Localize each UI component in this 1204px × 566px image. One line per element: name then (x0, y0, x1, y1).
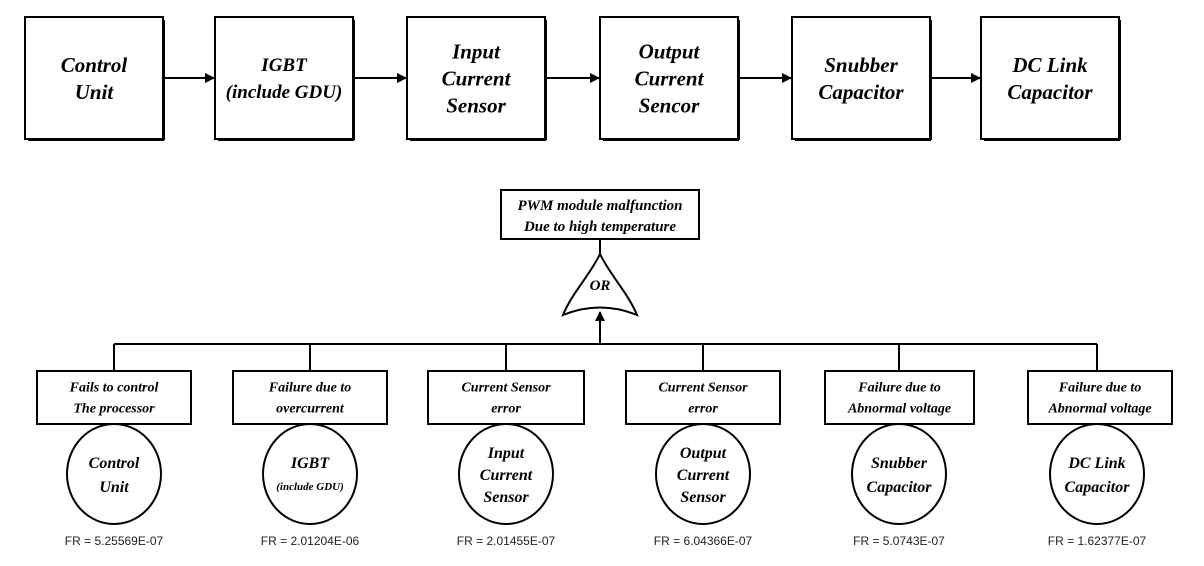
event-5-component-line-2: Capacitor (867, 479, 933, 496)
event-6-component-line-1: DC Link (1067, 455, 1125, 472)
event-2-desc-line-1: Failure due to (268, 380, 351, 395)
block-2-line-1: IGBT (260, 55, 308, 76)
event-4-component-line-1: Output (680, 445, 727, 462)
top-event: PWM module malfunction Due to high tempe… (500, 189, 700, 240)
event-4-component-line-3: Sensor (680, 489, 726, 506)
block-4-line-2: Current (635, 66, 705, 90)
event-1-component-line-1: Control (89, 455, 140, 472)
event-3-desc-line-1: Current Sensor (461, 380, 551, 395)
block-3-line-1: Input (451, 39, 501, 63)
event-1-failure-rate: FR = 5.25569E-07 (65, 534, 164, 548)
event-5-component-line-1: Snubber (871, 455, 928, 472)
event-4-desc-line-1: Current Sensor (658, 380, 748, 395)
block-4-line-3: Sencor (639, 93, 701, 117)
block-5-line-1: Snubber (824, 53, 898, 77)
event-3-component-line-3: Sensor (483, 489, 529, 506)
top-event-line-1: PWM module malfunction (517, 198, 682, 214)
event-5-desc-line-1: Failure due to (857, 380, 940, 395)
basic-event-5: Failure due to Abnormal voltageSnubberCap… (824, 344, 975, 548)
event-2-desc-line-2: overcurrent (276, 401, 345, 416)
block-4-line-1: Output (639, 39, 701, 63)
block-3-line-3: Sensor (446, 93, 506, 117)
basic-event-6: Failure due to Abnormal voltage DC LinkCap… (1027, 344, 1173, 548)
event-3-component-line-1: Input (487, 445, 525, 462)
event-3-desc-line-2: error (491, 401, 521, 416)
event-2-failure-rate: FR = 2.01204E-06 (261, 534, 360, 548)
event-1-component-line-2: Unit (99, 479, 129, 496)
event-6-component-line-2: Capacitor (1065, 479, 1131, 496)
event-2-component-line-1: IGBT (290, 455, 330, 472)
event-6-failure-rate: FR = 1.62377E-07 (1048, 534, 1147, 548)
event-1-desc-line-1: Fails to control (69, 380, 159, 395)
event-5-failure-rate: FR = 5.0743E-07 (853, 534, 945, 548)
event-6-desc-line-1: Failure due to (1058, 380, 1141, 395)
block-1-line-1: Control (61, 53, 128, 77)
or-gate-label: OR (590, 278, 611, 294)
or-gate: OR (561, 251, 639, 317)
event-2-component-line-2: (include GDU) (276, 481, 344, 493)
event-3-failure-rate: FR = 2.01455E-07 (457, 534, 556, 548)
block-2: IGBT (include GDU) (214, 16, 355, 141)
block-6-line-2: Capacitor (1007, 80, 1093, 104)
event-4-desc-line-2: error (688, 401, 718, 416)
event-3-component-line-2: Current (480, 467, 533, 484)
block-3-line-2: Current (442, 66, 512, 90)
block-1-line-2: Unit (75, 80, 115, 104)
event-1-desc-line-2: The processor (73, 401, 155, 416)
block-5-line-2: Capacitor (818, 80, 904, 104)
basic-event-4: Current Sensor errorOutputCurrentSensorFR… (625, 344, 781, 548)
event-6-desc-line-2: Abnormal voltage (1047, 401, 1151, 416)
block-2-line-2: (include GDU) (226, 82, 343, 103)
event-4-component-line-2: Current (677, 467, 730, 484)
block-6-line-1: DC Link (1011, 53, 1088, 77)
event-5-desc-line-2: Abnormal voltage (847, 401, 951, 416)
top-event-line-2: Due to high temperature (523, 219, 676, 235)
event-4-failure-rate: FR = 6.04366E-07 (654, 534, 753, 548)
